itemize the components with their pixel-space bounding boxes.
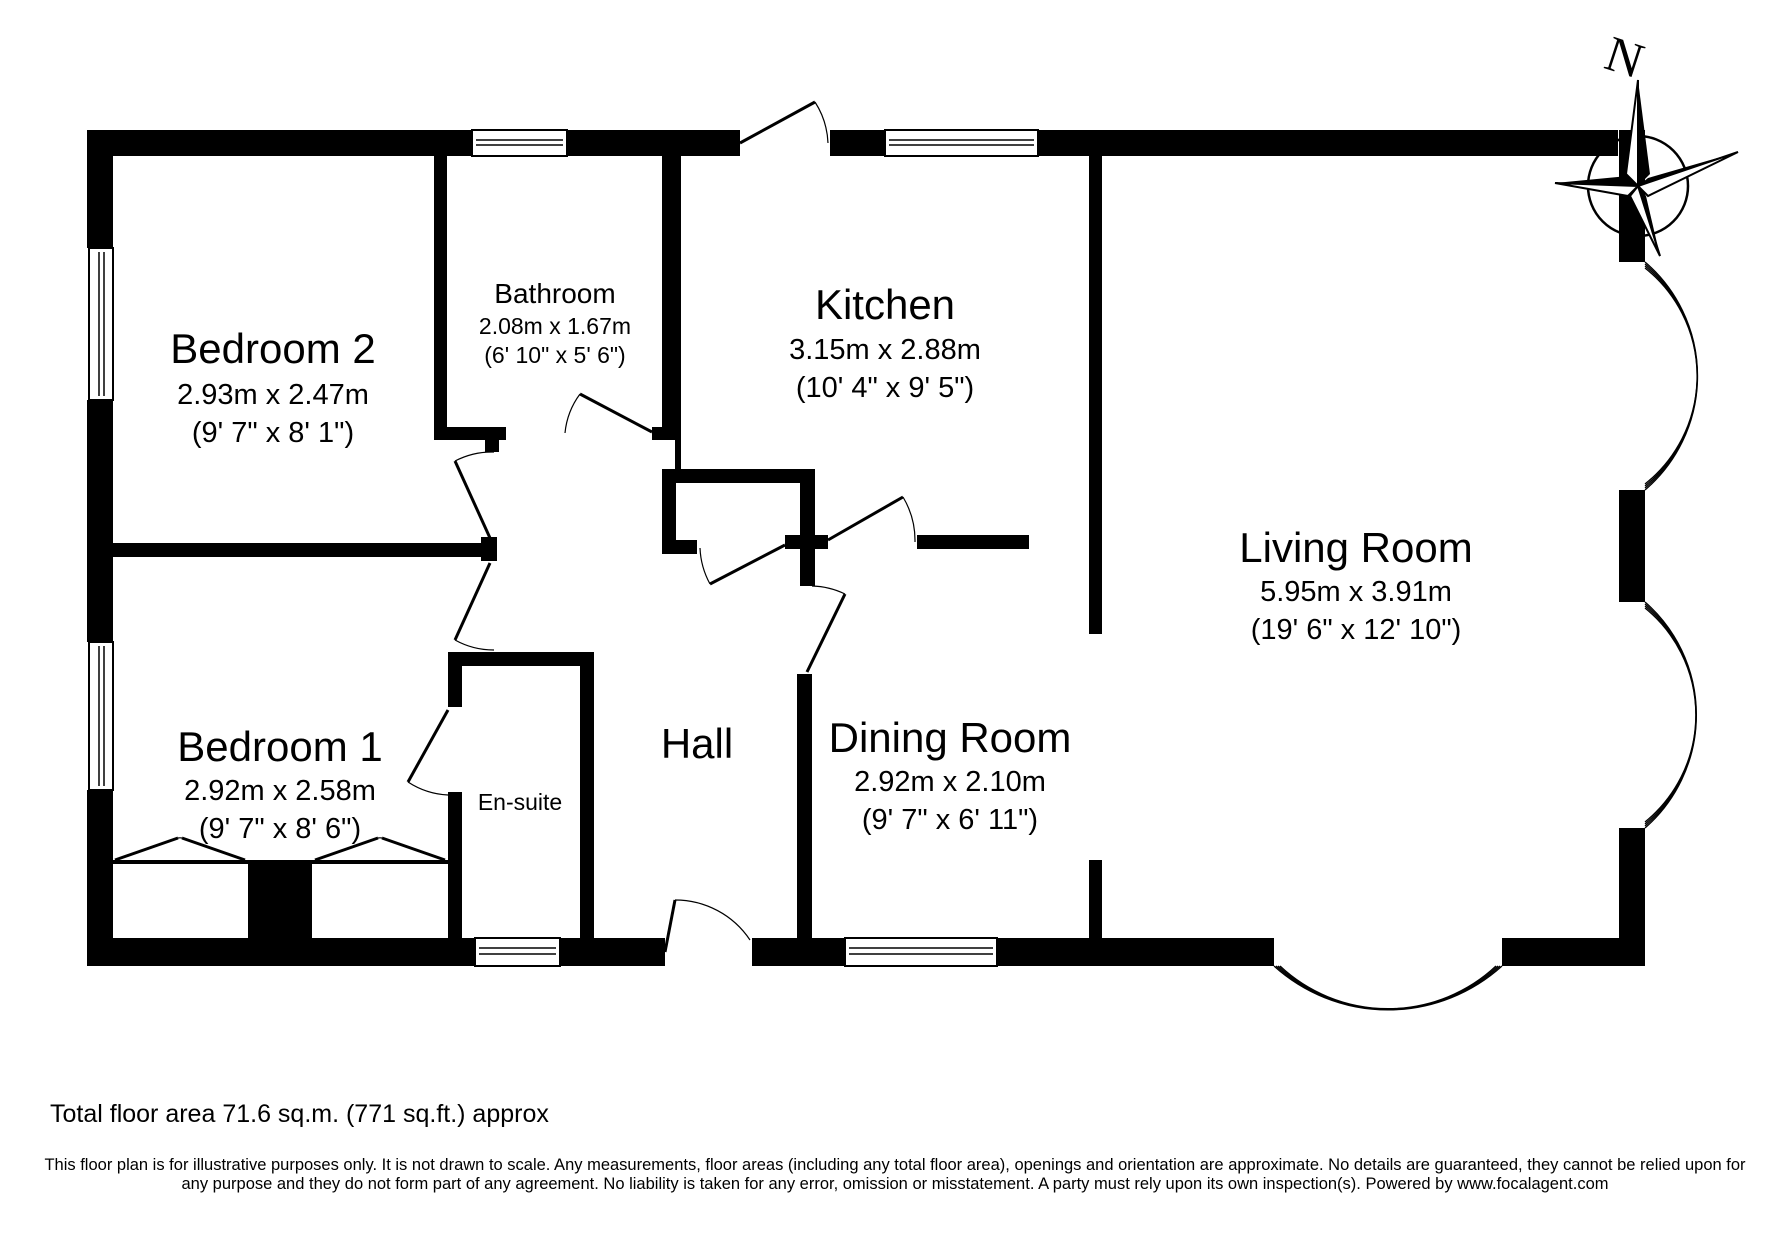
door-dining bbox=[805, 585, 847, 673]
window-dining bbox=[844, 937, 998, 967]
wall-bedrooms-divider bbox=[113, 543, 481, 557]
wall-bottom-mid-c bbox=[997, 938, 1274, 966]
wall-wardrobe-divider bbox=[248, 862, 312, 938]
wall-ensuite-left-a bbox=[448, 652, 462, 707]
room-name: Kitchen bbox=[815, 281, 955, 328]
wall-right-mid bbox=[1619, 490, 1645, 602]
wall-bedroom2-bathroom bbox=[434, 156, 447, 439]
room-imperial: (9' 7" x 8' 6") bbox=[199, 813, 361, 845]
wall-dining-left bbox=[797, 674, 812, 938]
window-bedroom2 bbox=[88, 247, 114, 401]
wall-top-mid bbox=[567, 130, 740, 156]
wall-ensuite-top-b bbox=[494, 652, 594, 666]
room-name: Bedroom 1 bbox=[177, 723, 382, 770]
wall-kitchen-bottom-a bbox=[785, 535, 828, 549]
room-metric: 5.95m x 3.91m bbox=[1260, 576, 1452, 608]
room-name: Bedroom 2 bbox=[170, 325, 375, 372]
door-bedroom1 bbox=[453, 562, 495, 651]
bay-window-upper-right bbox=[1644, 261, 1699, 491]
wall-bathroom-right bbox=[662, 156, 675, 440]
compass-north-label: N bbox=[1599, 25, 1651, 89]
wall-top-left bbox=[87, 130, 472, 156]
room-living-room: Living Room 5.95m x 3.91m (19' 6" x 12' … bbox=[1239, 524, 1472, 646]
room-name: En-suite bbox=[478, 789, 562, 815]
door-bathroom bbox=[564, 392, 653, 434]
wall-ensuite-left-b bbox=[448, 792, 462, 938]
room-name: Living Room bbox=[1239, 524, 1472, 571]
room-kitchen: Kitchen 3.15m x 2.88m (10' 4" x 9' 5") bbox=[789, 281, 981, 404]
wall-bathroom-bottom-a bbox=[434, 427, 506, 440]
room-imperial: (19' 6" x 12' 10") bbox=[1251, 614, 1462, 646]
window-ensuite bbox=[474, 937, 561, 967]
room-hall: Hall bbox=[661, 720, 733, 767]
wall-ensuite-right bbox=[580, 652, 594, 938]
disclaimer-text: This floor plan is for illustrative purp… bbox=[44, 1156, 1746, 1193]
window-kitchen bbox=[884, 129, 1039, 157]
room-bedroom-1: Bedroom 1 2.92m x 2.58m (9' 7" x 8' 6") bbox=[177, 723, 382, 845]
room-imperial: (9' 7" x 6' 11") bbox=[862, 804, 1038, 836]
room-imperial: (10' 4" x 9' 5") bbox=[796, 372, 974, 404]
wall-right-bottom bbox=[1619, 828, 1645, 966]
room-name: Hall bbox=[661, 720, 733, 767]
wall-left-top bbox=[87, 130, 113, 248]
wall-top-right-b bbox=[1038, 130, 1618, 156]
window-bathroom bbox=[471, 129, 568, 157]
outer-walls bbox=[87, 130, 1645, 966]
wardrobe-door-left bbox=[114, 836, 246, 862]
wall-hall-stub-b bbox=[662, 469, 676, 553]
room-metric: 3.15m x 2.88m bbox=[789, 334, 981, 366]
room-dining-room: Dining Room 2.92m x 2.10m (9' 7" x 6' 11… bbox=[829, 714, 1072, 836]
wall-wardrobe-rail bbox=[113, 860, 448, 864]
bay-window-lower-right bbox=[1644, 601, 1698, 829]
door-kitchen-external bbox=[739, 100, 829, 145]
room-name: Dining Room bbox=[829, 714, 1072, 761]
door-kitchen-hall bbox=[699, 543, 786, 586]
room-name: Bathroom bbox=[494, 278, 615, 309]
room-imperial: (6' 10" x 5' 6") bbox=[484, 342, 625, 368]
room-metric: 2.93m x 2.47m bbox=[177, 379, 369, 411]
door-bedroom2 bbox=[453, 451, 495, 539]
room-bathroom: Bathroom 2.08m x 1.67m (6' 10" x 5' 6") bbox=[479, 278, 631, 368]
total-floor-area: Total floor area 71.6 sq.m. (771 sq.ft.)… bbox=[50, 1100, 549, 1128]
wall-left-mid bbox=[87, 400, 113, 642]
wall-hall-stub-d bbox=[800, 469, 815, 586]
door-front bbox=[663, 899, 751, 953]
bay-window-bottom bbox=[1273, 965, 1503, 1011]
door-kitchen-dining bbox=[827, 495, 916, 543]
room-en-suite: En-suite bbox=[478, 789, 562, 815]
wall-bottom-mid-a bbox=[560, 938, 665, 966]
room-metric: 2.92m x 2.10m bbox=[854, 766, 1046, 798]
room-bedroom-2: Bedroom 2 2.93m x 2.47m (9' 7" x 8' 1") bbox=[170, 325, 375, 449]
window-bedroom1 bbox=[88, 641, 114, 791]
wall-hall-stub-a bbox=[662, 469, 815, 483]
room-metric: 2.92m x 2.58m bbox=[184, 775, 376, 807]
wall-kitchen-left bbox=[675, 156, 681, 469]
door-ensuite bbox=[406, 709, 450, 796]
wall-bathroom-post bbox=[485, 440, 499, 452]
wall-kitchen-bottom-b bbox=[917, 535, 1029, 549]
wall-bottom-left bbox=[87, 938, 475, 966]
wall-top-right-a bbox=[830, 130, 885, 156]
wall-bottom-mid-b bbox=[752, 938, 845, 966]
room-imperial: (9' 7" x 8' 1") bbox=[192, 417, 354, 449]
wardrobe-door-right bbox=[314, 836, 446, 862]
interior-walls bbox=[113, 156, 1102, 938]
room-metric: 2.08m x 1.67m bbox=[479, 313, 631, 339]
wall-bedrooms-post bbox=[481, 537, 497, 561]
wall-living-lower bbox=[1089, 860, 1102, 938]
wall-left-bottom bbox=[87, 790, 113, 966]
wall-hall-stub-c bbox=[662, 540, 697, 554]
wall-kitchen-right bbox=[1089, 156, 1102, 634]
